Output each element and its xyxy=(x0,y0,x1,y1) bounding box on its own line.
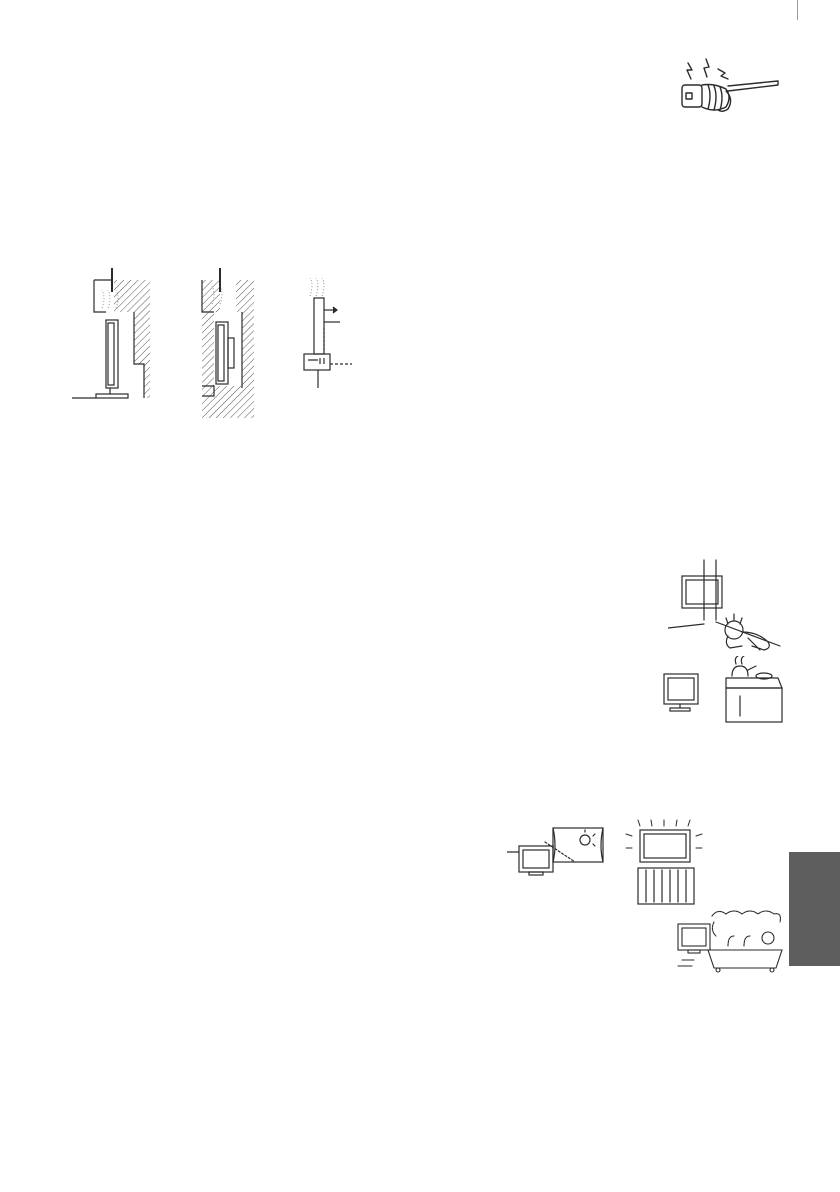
tv-near-kettle-icon xyxy=(660,656,784,726)
child-under-tv-icon xyxy=(668,558,783,656)
section-side-tab xyxy=(789,852,840,966)
tv-wall-mounted-recess-icon xyxy=(196,268,256,423)
tv-over-radiator-icon xyxy=(620,818,712,906)
tv-on-stand-recess-icon xyxy=(72,268,158,402)
tv-near-sunny-window-icon xyxy=(507,826,607,884)
airflow-clearance-icon xyxy=(300,276,356,392)
crop-mark xyxy=(797,0,798,20)
tv-in-bathroom-icon xyxy=(664,908,786,974)
plug-sparks-icon xyxy=(668,55,783,121)
